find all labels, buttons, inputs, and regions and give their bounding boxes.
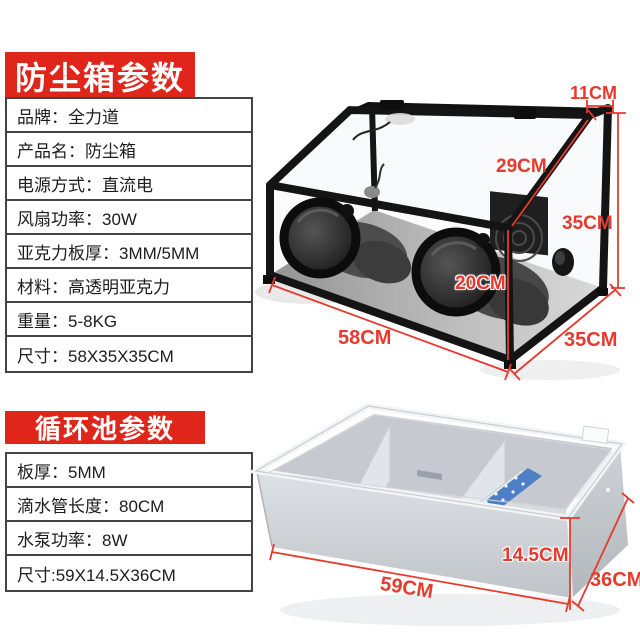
table-row: 电源方式：直流电 (7, 167, 251, 201)
dustbox-spec-table: 品牌：全力道 产品名：防尘箱 电源方式：直流电 风扇功率：30W 亚克力板厚：3… (5, 97, 253, 373)
dustbox-drawing (255, 100, 626, 381)
table-row: 材料：高透明亚克力 (7, 269, 251, 303)
table-row: 滴水管长度：80CM (7, 488, 251, 522)
table-row: 板厚：5MM (7, 454, 251, 488)
dim-label-slant: 29CM (496, 156, 547, 177)
dim-label-back-height: 35CM (562, 213, 613, 234)
table-row: 亚克力板厚：3MM/5MM (7, 235, 251, 269)
table-row: 风扇功率：30W (7, 201, 251, 235)
table-row: 重量：5-8KG (7, 303, 251, 337)
dustbox-illustration: 11CM 29CM 35CM 20CM 58CM 35CM (250, 80, 640, 395)
dim-label-front-height: 20CM (455, 273, 506, 294)
dim-label-pool-depth: 36CM (590, 569, 640, 591)
dustbox-section-title: 防尘箱参数 (5, 52, 195, 99)
table-row: 水泵功率：8W (7, 522, 251, 556)
table-row: 尺寸：58X35X35CM (17, 346, 174, 366)
pool-illustration: 14.5CM 59CM 36CM (250, 400, 640, 640)
table-row: 产品名：防尘箱 (7, 133, 251, 167)
dim-label-width: 58CM (338, 327, 392, 349)
table-row: 品牌：全力道 (7, 99, 251, 133)
pool-title-text: 循环池参数 (34, 414, 175, 444)
pool-drawing (250, 402, 635, 626)
dim-label-side-depth: 35CM (564, 329, 618, 351)
table-row: 尺寸:59X14.5X36CM (17, 565, 176, 585)
pool-section-title: 循环池参数 (5, 411, 205, 444)
dim-label-top-depth: 11CM (570, 83, 618, 103)
pool-spec-table: 板厚：5MM 滴水管长度：80CM 水泵功率：8W 尺寸:59X14.5X36C… (5, 452, 253, 592)
dustbox-title-text: 防尘箱参数 (14, 59, 185, 96)
dim-label-pool-height: 14.5CM (502, 545, 569, 566)
